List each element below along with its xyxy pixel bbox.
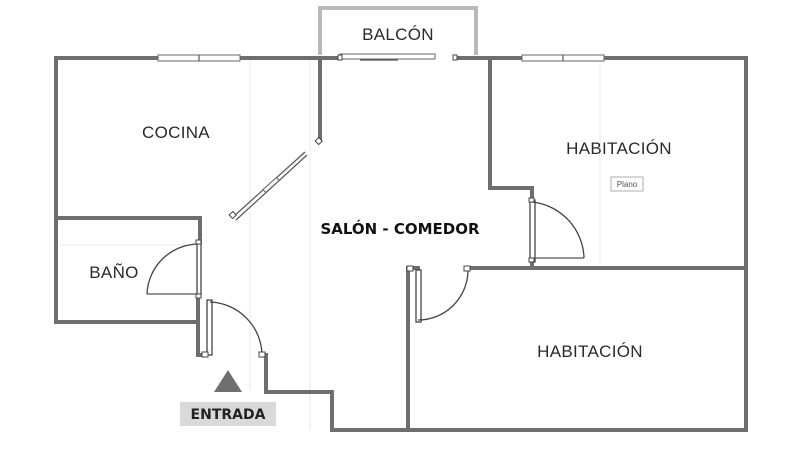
entrance-label-bg bbox=[180, 402, 276, 426]
room-label-bathroom: BAÑO bbox=[89, 263, 138, 282]
room-label-bedroom-1: HABITACIÓN bbox=[566, 139, 672, 158]
balcony-wall bbox=[318, 6, 478, 55]
room-label-kitchen: COCINA bbox=[142, 123, 210, 142]
room-label-bedroom-2: HABITACIÓN bbox=[537, 342, 643, 361]
entrance-label: ENTRADA bbox=[191, 407, 266, 423]
room-label-living: SALÓN - COMEDOR bbox=[320, 219, 480, 238]
entrance-door bbox=[201, 299, 266, 358]
kitchen-door bbox=[228, 136, 323, 221]
entrance-arrow-icon bbox=[214, 370, 242, 392]
room-label-balcony: BALCÓN bbox=[362, 25, 434, 44]
bedroom-1-door bbox=[528, 197, 585, 263]
windows bbox=[157, 53, 605, 62]
background-lines bbox=[60, 60, 601, 430]
balcony-door bbox=[339, 53, 436, 60]
plan-tag-box bbox=[610, 176, 644, 192]
bedroom-2-door bbox=[406, 265, 471, 323]
plan-tag: Plano bbox=[617, 180, 638, 189]
walls bbox=[54, 56, 748, 432]
bathroom-door bbox=[146, 239, 202, 299]
